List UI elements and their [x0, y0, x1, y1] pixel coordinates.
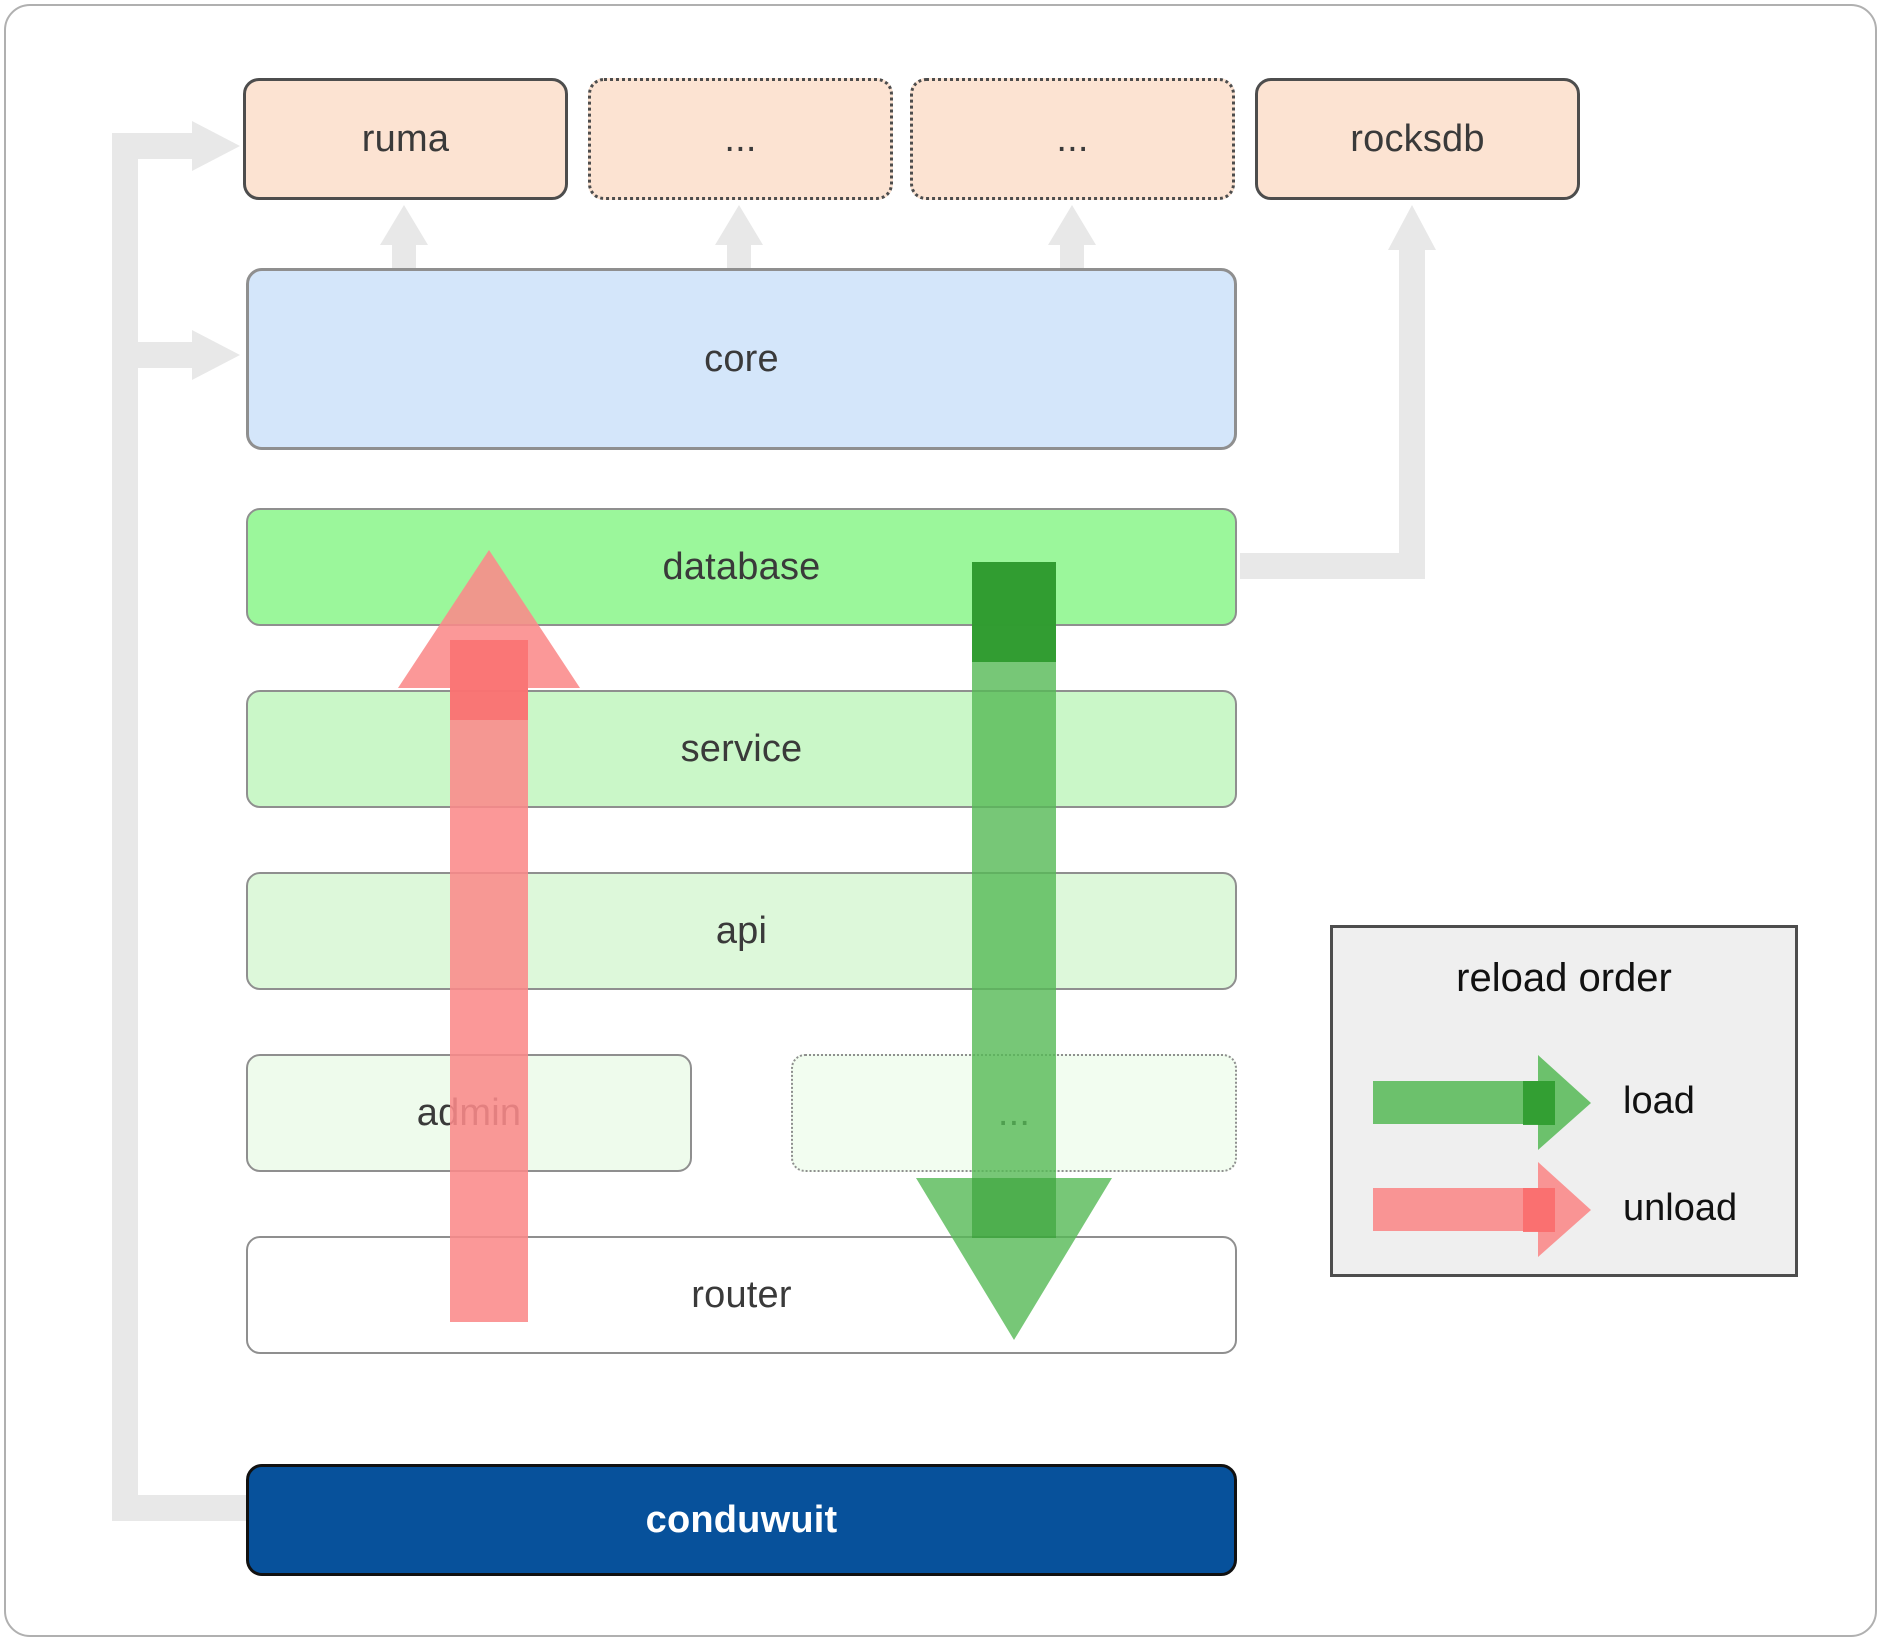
crate-placeholder-2-label: ... — [1056, 117, 1089, 160]
crate-ruma[interactable]: ruma — [243, 78, 568, 200]
crate-placeholder-2[interactable]: ... — [910, 78, 1235, 200]
layer-core[interactable]: core — [246, 268, 1237, 450]
layer-placeholder[interactable]: ... — [791, 1054, 1237, 1172]
diagram-frame — [4, 4, 1877, 1637]
legend-item-unload-label: unload — [1623, 1187, 1738, 1229]
node-conduwuit[interactable]: conduwuit — [246, 1464, 1237, 1576]
layer-api-label: api — [715, 909, 768, 952]
layer-database-label: database — [662, 545, 821, 588]
layer-service[interactable]: service — [246, 690, 1237, 808]
layer-service-label: service — [680, 727, 803, 770]
crate-rocksdb[interactable]: rocksdb — [1255, 78, 1580, 200]
layer-router[interactable]: router — [246, 1236, 1237, 1354]
layer-admin[interactable]: admin — [246, 1054, 692, 1172]
layer-placeholder-label: ... — [997, 1091, 1031, 1134]
layer-api[interactable]: api — [246, 872, 1237, 990]
crate-placeholder-1[interactable]: ... — [588, 78, 893, 200]
legend-unload-arrow-icon — [1373, 1162, 1591, 1257]
node-conduwuit-label: conduwuit — [645, 1498, 838, 1541]
crate-ruma-label: ruma — [361, 117, 450, 160]
layer-router-label: router — [691, 1273, 792, 1316]
crate-placeholder-1-label: ... — [724, 117, 757, 160]
crate-rocksdb-label: rocksdb — [1350, 117, 1485, 160]
legend-swatches — [1373, 1055, 1591, 1257]
layer-admin-label: admin — [416, 1091, 522, 1134]
legend-title: reload order — [1456, 956, 1672, 1000]
layer-database[interactable]: database — [246, 508, 1237, 626]
legend-panel: reload order load unload — [1330, 925, 1798, 1277]
legend-load-arrow-icon — [1373, 1055, 1591, 1150]
layer-core-label: core — [704, 337, 779, 380]
legend-item-load-label: load — [1623, 1080, 1695, 1122]
